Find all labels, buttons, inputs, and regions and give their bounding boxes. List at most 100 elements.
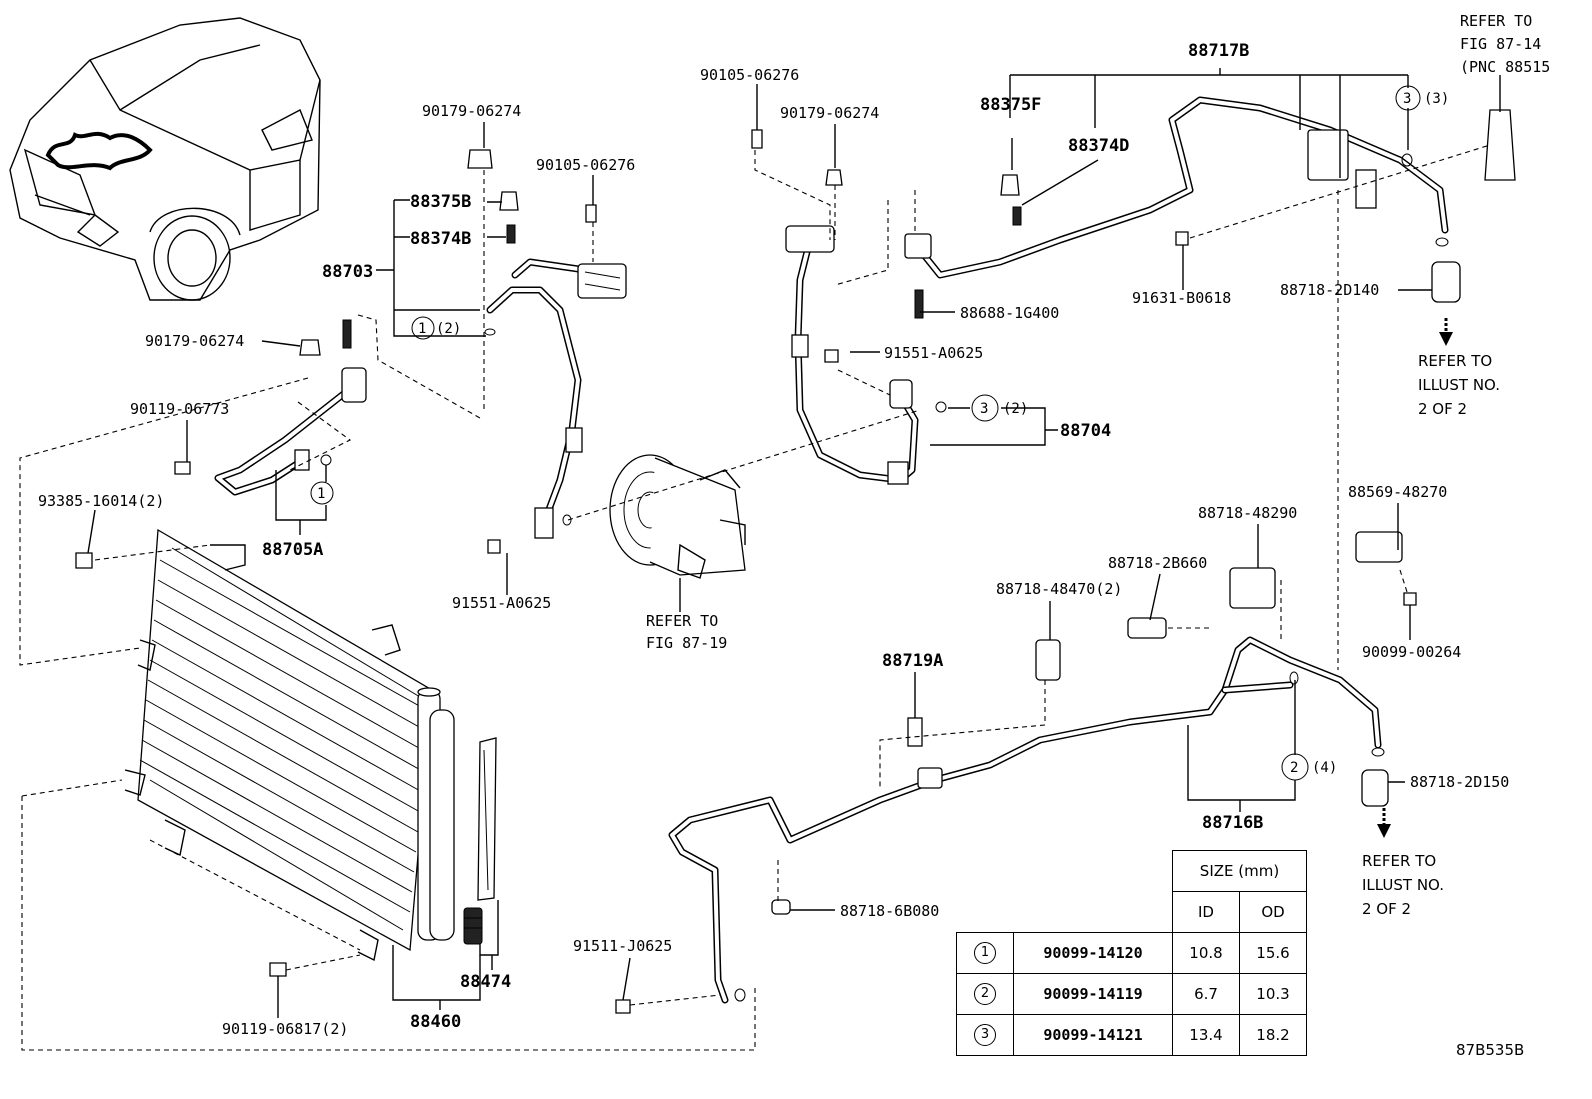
circle-symbol-1a [411,316,435,340]
ref-illust-a-line3: 2 OF 2 [1418,400,1467,418]
row-symbol: 1 [974,942,996,964]
circle-1b-text: 1 [317,486,325,502]
clip-88688 [914,289,924,319]
row-id: 6.7 [1172,973,1240,1015]
ref-fig-87-14-line1: REFER TO [1460,12,1532,30]
refer-arrows [1377,318,1453,838]
dryer-filter [463,737,497,945]
bolt-93385 [75,552,93,569]
circle-3a-text: 3 [980,401,988,417]
label-88718-2D140: 88718-2D140 [1280,281,1379,299]
label-88719A: 88719A [882,651,943,671]
col-id-header: ID [1172,891,1240,933]
label-88718-2B660: 88718-2B660 [1108,554,1207,572]
ref-illust-b-line2: ILLUST NO. [1362,876,1444,894]
pipe-88716B [668,636,1382,1004]
circle-3a-qty: (2) [1003,401,1028,417]
label-88569-48270: 88569-48270 [1348,483,1447,501]
row-part: 90099-14121 [1013,1014,1173,1056]
ref-fig-87-14-line2: FIG 87-14 [1460,35,1541,53]
label-88717B: 88717B [1188,41,1249,61]
ref-illust-a-line2: ILLUST NO. [1418,376,1500,394]
switch-88719A [907,717,923,747]
table-row: 3 90099-14121 13.4 18.2 [956,1014,1307,1056]
stud-90179-c [342,319,352,349]
valve-core-88374D [1012,206,1022,226]
bolt-90119-a [174,461,191,475]
condenser-fins [139,559,431,913]
circle-1a-text: 1 [418,321,426,337]
circle-symbol-3a [971,394,999,422]
row-symbol: 2 [974,983,996,1005]
vehicle-illustration [9,17,321,301]
clamp-48470 [1035,639,1061,681]
oring-symbols: 1 (2) 1 3 (2) 3 (3) 2 (4) [310,85,1449,781]
bracket-88569 [1355,531,1403,563]
ref-fig-87-19-line2: FIG 87-19 [646,634,727,652]
bolt-90099 [1403,592,1417,606]
nut-90179-b [825,169,843,186]
label-88688-1G400: 88688-1G400 [960,304,1059,322]
clamp-2B660 [1127,617,1167,639]
dashed-lines [19,144,1491,1051]
expansion-valve-88515 [1484,109,1516,181]
table-row: 1 90099-14120 10.8 15.6 [956,932,1307,974]
circle-symbol-1b [310,481,334,505]
pipe-88705A [214,367,367,496]
ref-illust-a-line1: REFER TO [1418,352,1492,370]
label-90179-06274-b: 90179-06274 [780,104,879,122]
cap-88375F [1000,174,1020,196]
valve-2D150 [1361,769,1389,807]
ref-fig-87-19-line1: REFER TO [646,612,718,630]
label-91631-B0618: 91631-B0618 [1132,289,1231,307]
circle-symbol-2 [1281,753,1309,781]
label-88716B: 88716B [1202,813,1263,833]
label-93385-16014: 93385-16014(2) [38,492,164,510]
row-part: 90099-14119 [1013,973,1173,1015]
label-91551-A0625-b: 91551-A0625 [452,594,551,612]
clamp-48290 [1229,567,1276,609]
label-88374B: 88374B [410,229,471,249]
pipe-88704 [785,225,919,485]
label-88460: 88460 [410,1012,461,1032]
leader-lines [87,68,1501,1018]
row-id: 10.8 [1172,932,1240,974]
valve-core-88374B [506,224,516,244]
label-90119-06817: 90119-06817(2) [222,1020,348,1038]
label-90105-06276-a: 90105-06276 [700,66,799,84]
row-od: 10.3 [1239,973,1307,1015]
circle-2-qty: (4) [1312,760,1337,776]
label-88703: 88703 [322,262,373,282]
compressor [609,454,746,579]
label-88374D: 88374D [1068,136,1129,156]
ref-illust-b-line3: 2 OF 2 [1362,900,1411,918]
label-90099-00264: 90099-00264 [1362,643,1461,661]
small-parts [75,109,1516,1014]
table-row: 2 90099-14119 6.7 10.3 [956,973,1307,1015]
col-od-header: OD [1239,891,1307,933]
label-91551-A0625-a: 91551-A0625 [884,344,983,362]
label-90179-06274-c: 90179-06274 [145,332,244,350]
label-91511-J0625: 91511-J0625 [573,937,672,955]
ref-illust-b-line1: REFER TO [1362,852,1436,870]
size-header: SIZE (mm) [1172,850,1307,892]
circle-3b-text: 3 [1403,91,1411,107]
bolt-91551-b [487,539,501,554]
label-88705A: 88705A [262,540,323,560]
label-88474: 88474 [460,972,511,992]
label-90119-06773: 90119-06773 [130,400,229,418]
label-88375F: 88375F [980,95,1041,115]
circle-3b-qty: (3) [1424,91,1449,107]
receiver-tank [417,687,455,941]
label-88718-48470: 88718-48470(2) [996,580,1122,598]
bolt-90105-b [585,204,597,223]
circle-symbol-3b [1395,85,1421,111]
label-88704: 88704 [1060,421,1111,441]
label-90105-06276-b: 90105-06276 [536,156,635,174]
circle-2-text: 2 [1290,760,1298,776]
bolt-91551-a [824,349,839,363]
label-88718-2D150: 88718-2D150 [1410,773,1509,791]
row-symbol: 3 [974,1024,996,1046]
label-88718-6B080: 88718-6B080 [840,902,939,920]
